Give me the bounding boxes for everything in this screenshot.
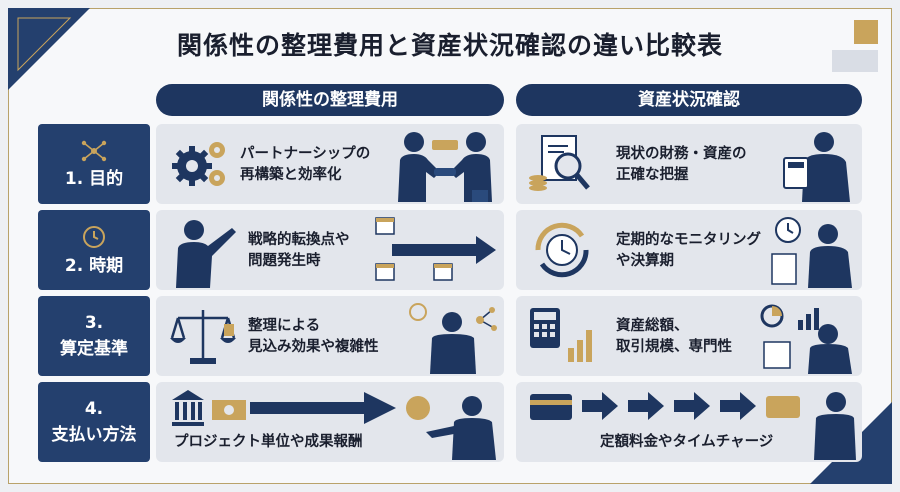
row-label-text: 3. [84,313,104,333]
cell-basis-left: 整理による 見込み効果や複雑性 [156,296,504,376]
cell-basis-right: 資産総額、 取引規模、専門性 [516,296,862,376]
corner-decoration-top-right [832,20,878,72]
bank-money-arrow-icon [172,390,396,426]
cell-text-line: 問題発生時 [248,253,321,269]
cell-text: パートナーシップの 再構築と効率化 [240,144,370,186]
gears-icon [172,142,225,186]
cell-text-line: 現状の財務・資産の [616,146,747,162]
cell-text: 整理による 見込み効果や複雑性 [248,316,379,358]
cell-text: 資産総額、 取引規模、専門性 [616,316,732,358]
cell-text-line: 資産総額、 [616,318,689,334]
cell-text: 定額料金やタイムチャージ [600,432,773,453]
row-label-basis: 3. 算定基準 [38,296,150,376]
column-header-left: 関係性の整理費用 [156,84,504,116]
page-title: 関係性の整理費用と資産状況確認の違い比較表 [176,31,723,60]
cell-purpose-left: パートナーシップの 再構築と効率化 [156,124,504,204]
cell-text: 現状の財務・資産の 正確な把握 [616,144,747,186]
cell-text-line: 定期的なモニタリング [616,232,761,248]
cell-purpose-right: 現状の財務・資産の 正確な把握 [516,124,862,204]
cell-timing-left: 戦略的転換点や 問題発生時 [156,210,504,290]
cell-text-line: や決算期 [616,253,674,269]
calculator-chart-icon [530,308,592,362]
handshake-icon [398,132,492,202]
row-label-text: 算定基準 [60,339,128,359]
cell-text-line: 戦略的転換点や [248,232,350,248]
person-clock-icon [771,217,852,288]
row-label-text: 4. [84,399,104,419]
document-magnifier-icon [529,135,590,191]
row-label-text: 2. 時期 [64,256,124,276]
presenter-icon [176,220,236,288]
cycle-clock-icon [535,222,589,278]
cell-payment-left: プロジェクト単位や成果報酬 [156,382,504,462]
card-arrows-icon [530,392,800,420]
row-label-payment: 4. 支払い方法 [38,382,150,462]
person-network-icon [409,303,497,374]
row-label-text: 1. 目的 [64,169,124,189]
row-label-text: 支払い方法 [51,425,137,445]
clock-icon [83,226,105,248]
cell-text-line: プロジェクト単位や成果報酬 [174,434,363,450]
person-charts-icon [760,304,852,374]
cell-text-line: パートナーシップの [240,146,371,162]
cell-text-line: 見込み効果や複雑性 [248,339,379,355]
network-icon [81,140,107,162]
corner-decoration-top-left [8,8,90,90]
cell-text: 戦略的転換点や 問題発生時 [248,230,350,272]
cell-text: プロジェクト単位や成果報酬 [174,432,363,453]
cell-text: 定期的なモニタリング や決算期 [616,230,761,272]
cell-text-line: 取引規模、専門性 [616,339,732,355]
person-icon [814,392,856,460]
balance-scale-icon [170,310,236,364]
timeline-arrow-icon [375,217,496,281]
person-calculator-icon [783,132,850,202]
cell-text-line: 正確な把握 [616,167,689,183]
cell-timing-right: 定期的なモニタリング や決算期 [516,210,862,290]
coin-person-icon [406,396,496,460]
cell-payment-right: 定額料金やタイムチャージ [516,382,862,462]
row-label-timing: 2. 時期 [38,210,150,290]
row-label-purpose: 1. 目的 [38,124,150,204]
cell-text-line: 定額料金やタイムチャージ [600,434,774,450]
column-header-right: 資産状況確認 [516,84,862,116]
cell-text-line: 再構築と効率化 [240,167,342,183]
cell-text-line: 整理による [248,318,321,334]
